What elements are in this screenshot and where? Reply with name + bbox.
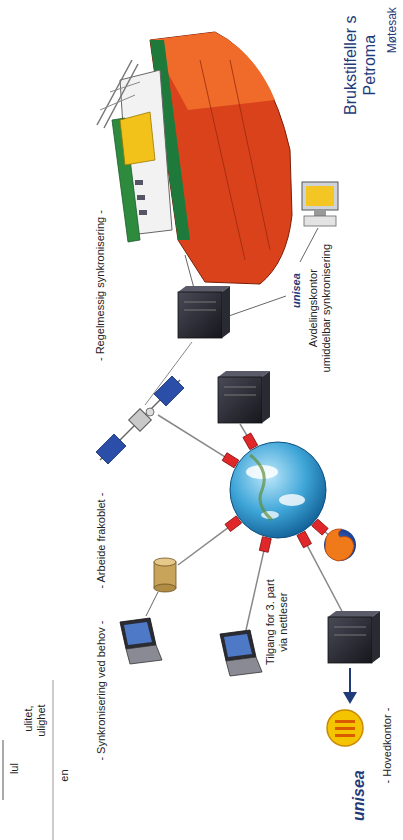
globe-cloud: [279, 494, 305, 506]
logo-text: unisea: [289, 273, 302, 308]
network-cable: [178, 527, 229, 565]
slide-rule: [3, 740, 4, 800]
use-case-label: Tilgang for 3. part via nettleser: [264, 575, 290, 670]
cut-bullet-text: lul: [7, 763, 20, 774]
network-cable: [240, 424, 247, 436]
solar-panel: [154, 376, 184, 406]
globe-land: [250, 455, 272, 520]
desktop-monitor: [302, 182, 338, 210]
database-top: [154, 558, 176, 566]
ship-crane: [100, 95, 135, 110]
server-slot: [224, 395, 256, 396]
network-cable: [158, 415, 225, 457]
server-top: [178, 286, 230, 292]
server-side: [372, 611, 380, 663]
cut-bullet-text: ulitet,: [22, 705, 35, 731]
ship-crane: [97, 60, 132, 125]
arrow-line: [349, 668, 351, 694]
solar-panel: [96, 434, 126, 464]
ship-window: [135, 180, 143, 185]
slide-title: Brukstilfeller s Petroma: [341, 0, 379, 130]
server-slot: [184, 302, 216, 303]
server-side: [262, 371, 270, 423]
slide-header: Møtesak: [385, 7, 399, 53]
ship-bridge: [120, 112, 155, 165]
ship-crane: [110, 82, 140, 92]
network-plug: [243, 433, 258, 450]
cut-bullet-text: ulighet: [35, 704, 48, 736]
server: [218, 377, 262, 423]
link-line: [223, 296, 286, 318]
laptop-base: [226, 657, 262, 676]
network-plug: [297, 531, 311, 548]
laptop-screen: [120, 618, 156, 649]
use-case-label: - Regelmessig synkronisering -: [93, 210, 106, 361]
ship-window: [139, 210, 147, 215]
logo-text: unisea: [348, 770, 367, 821]
server-top: [328, 611, 380, 617]
server-top: [218, 371, 270, 377]
globe: [230, 442, 326, 538]
server-slot: [184, 310, 216, 311]
database-bottom: [154, 584, 176, 592]
network-cable: [246, 550, 264, 630]
ship-hull-line: [230, 60, 270, 250]
ship-hull: [150, 32, 292, 284]
arrow-head: [343, 692, 357, 704]
laptop-screen: [220, 630, 256, 661]
network-plug: [259, 537, 271, 553]
laptop-display: [124, 622, 152, 645]
server: [328, 617, 372, 663]
office-label: Avdelingskontor umiddelbar synkroniserin…: [307, 242, 333, 374]
ship-window: [137, 195, 145, 200]
company-logo: [327, 710, 363, 746]
desktop-base: [304, 216, 336, 226]
network-plug: [312, 519, 328, 535]
browser-logo: [324, 529, 356, 561]
ship-hull-line: [200, 60, 245, 260]
server-slot: [334, 635, 366, 636]
logo-stripe: [335, 734, 355, 737]
network-plug: [222, 453, 239, 468]
server: [178, 292, 222, 338]
browser-fox: [325, 529, 354, 561]
link-line: [146, 592, 158, 616]
use-case-label: - Synkronisering ved behov -: [95, 620, 108, 760]
network-plug: [225, 516, 242, 532]
logo-stripe: [335, 720, 355, 723]
server-side: [222, 286, 230, 338]
desktop-stand: [314, 210, 326, 216]
slide-rule: [53, 680, 54, 840]
desktop-screen: [306, 186, 334, 206]
link-line: [145, 342, 192, 405]
server-slot: [334, 627, 366, 628]
link-line: [300, 228, 318, 262]
server-slot: [224, 387, 256, 388]
office-label: - Hovedkontor -: [381, 707, 394, 783]
laptop-base: [126, 645, 162, 664]
laptop-display: [224, 634, 252, 657]
use-case-label: - Arbeide frakoblet -: [95, 492, 108, 588]
satellite-dish: [146, 408, 154, 416]
cut-bullet-text: en: [58, 769, 71, 781]
logo-stripe: [335, 727, 355, 730]
